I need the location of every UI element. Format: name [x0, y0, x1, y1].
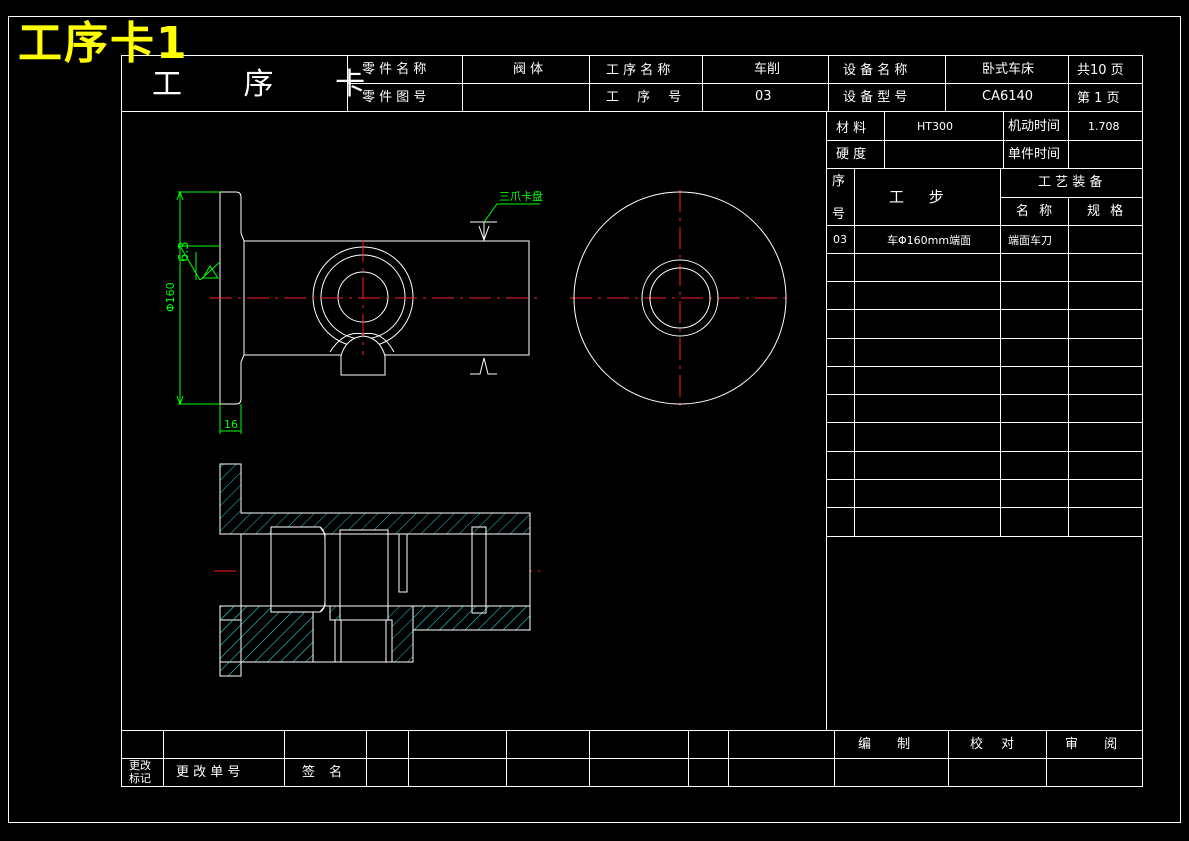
fixture-note: 三爪卡盘	[499, 190, 543, 203]
roughness-value: 6.3	[177, 241, 192, 262]
equipment-label: 工 艺 装 备	[1038, 175, 1103, 190]
machine-time-value: 1.708	[1088, 120, 1120, 133]
name-label: 名 称	[1016, 204, 1053, 219]
equip-name-label: 设 备 名 称	[843, 63, 908, 78]
process-no-label: 工 序 号	[606, 90, 682, 105]
drawing-frame	[8, 16, 1181, 823]
equip-model-value: CA6140	[982, 89, 1034, 104]
part-name-value: 阀 体	[513, 62, 544, 77]
diameter-dimension: Φ160	[164, 282, 177, 312]
compile-label: 编 制	[858, 737, 911, 752]
step-label: 工 步	[889, 188, 944, 206]
change-number-label: 更 改 单 号	[176, 765, 241, 780]
card-title: 工 序 卡	[152, 67, 392, 102]
process-name-value: 车削	[754, 62, 781, 77]
material-value: HT300	[917, 120, 953, 133]
process-no-value: 03	[755, 89, 772, 104]
seq-label-top: 序	[832, 174, 846, 189]
width-dimension: 16	[224, 418, 238, 431]
change-mark-label: 更改 标记	[129, 759, 151, 785]
dimensions	[176, 190, 540, 434]
side-view	[573, 191, 787, 405]
total-pages: 共10 页	[1077, 63, 1124, 78]
page-number: 第 1 页	[1077, 91, 1120, 106]
material-label: 材 料	[836, 121, 867, 136]
signature-label: 签 名	[302, 765, 343, 780]
process-name-label: 工 序 名 称	[606, 63, 671, 78]
check-label: 校 对	[970, 737, 1015, 752]
review-label: 审 阅	[1065, 737, 1118, 752]
overlay-title: 工序卡1	[18, 18, 189, 69]
part-no-label: 零 件 图 号	[362, 90, 427, 105]
seq-label-bottom: 号	[832, 207, 846, 222]
step-row-seq: 03	[833, 233, 847, 246]
hardness-label: 硬 度	[836, 147, 867, 162]
unit-time-label: 单件时间	[1008, 147, 1061, 162]
equip-name-value: 卧式车床	[982, 62, 1035, 77]
step-row-tool-name: 端面车刀	[1008, 234, 1052, 247]
machine-time-label: 机动时间	[1008, 119, 1061, 134]
section-view	[219, 463, 531, 677]
equip-model-label: 设 备 型 号	[843, 90, 908, 105]
step-row-description: 车Φ160mm端面	[887, 234, 972, 247]
part-name-label: 零 件 名 称	[362, 62, 427, 77]
spec-label: 规 格	[1087, 204, 1124, 219]
